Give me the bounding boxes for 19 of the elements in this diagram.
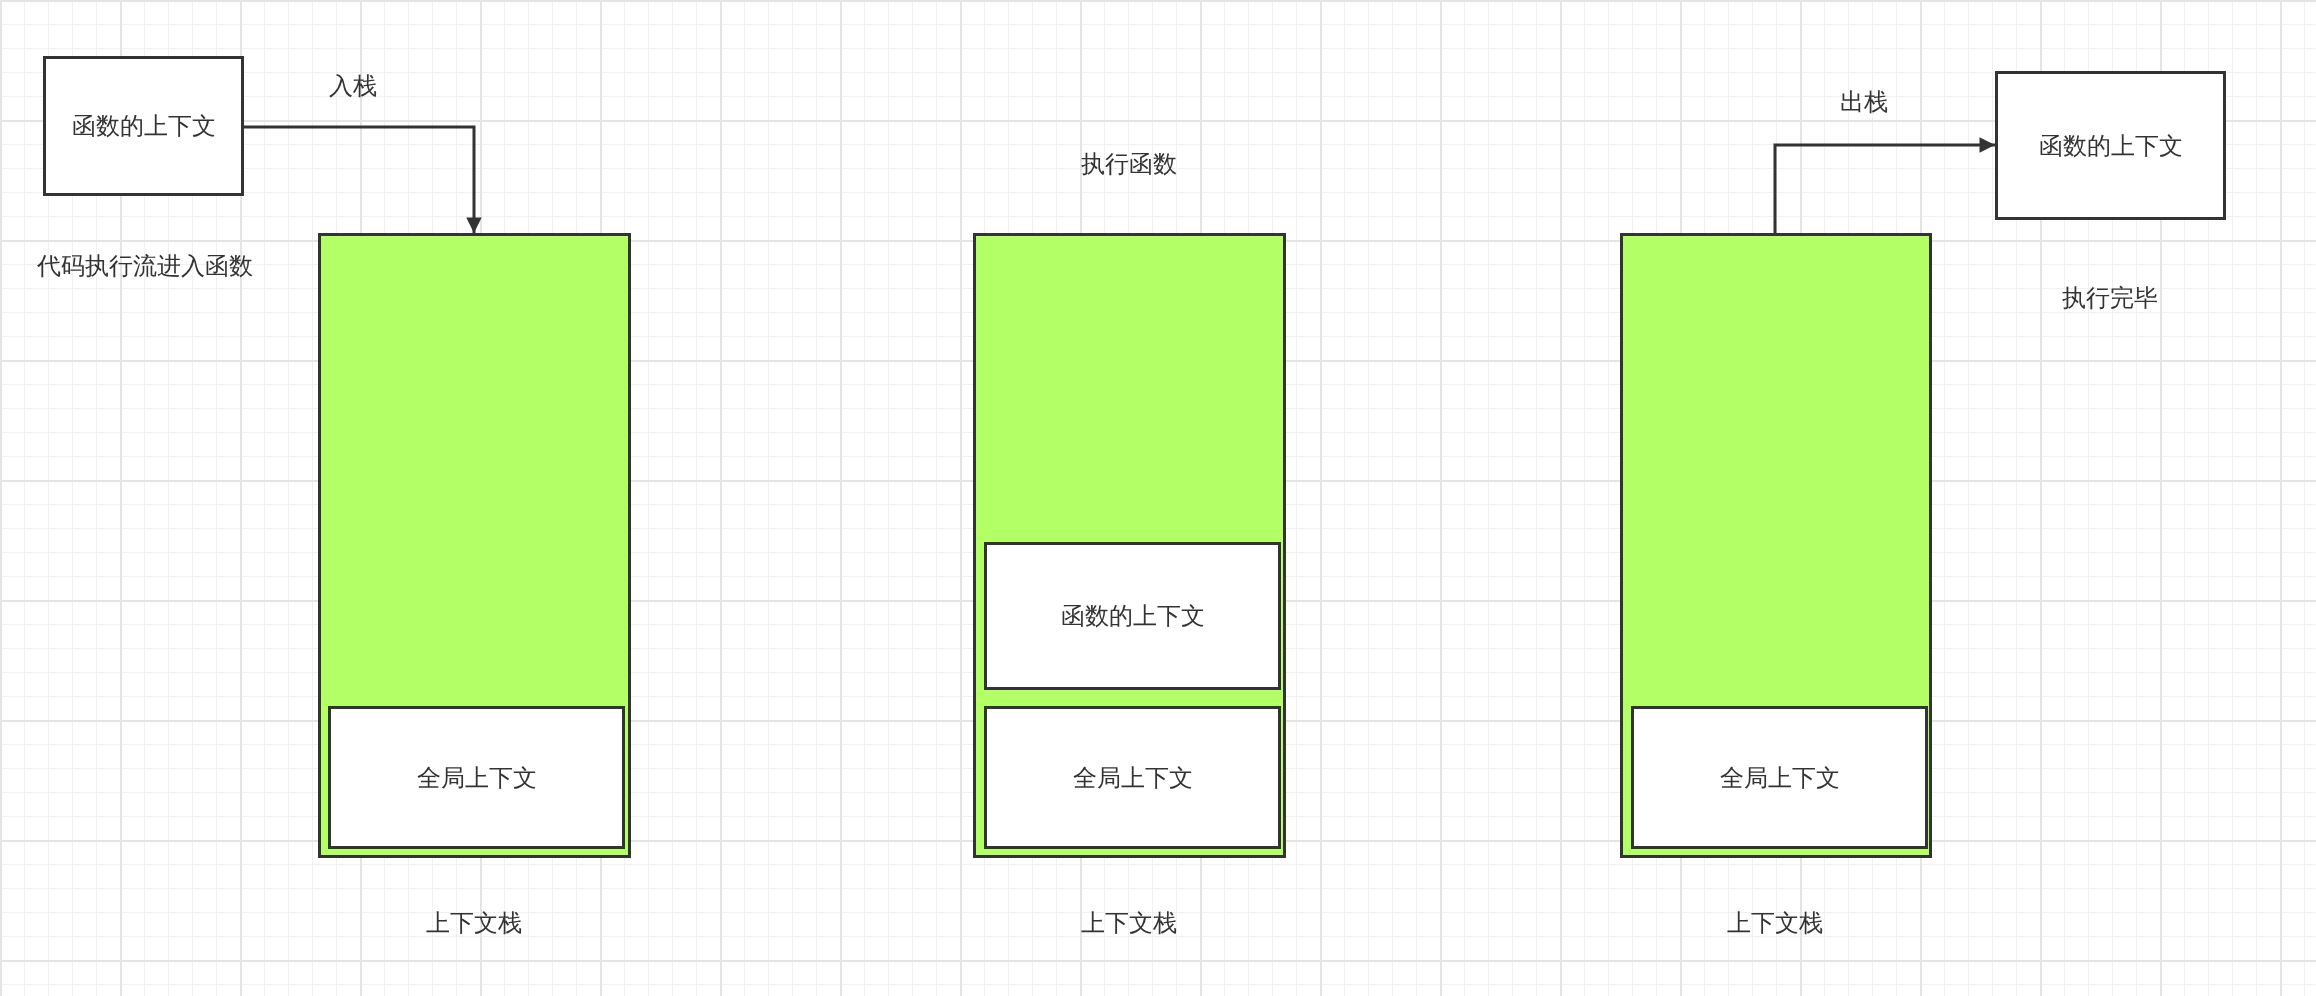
node-label: 执行完毕	[2062, 283, 2158, 314]
node-label: 上下文栈	[1081, 908, 1177, 939]
node-label: 代码执行流进入函数	[37, 251, 253, 282]
context-box: 全局上下文	[984, 706, 1281, 849]
arrow	[1773, 137, 1995, 233]
context-box: 全局上下文	[328, 706, 625, 849]
arrow	[244, 125, 482, 233]
stack-box	[318, 233, 631, 858]
edge-label: 入栈	[329, 71, 377, 102]
stack-box	[973, 233, 1286, 858]
context-box: 全局上下文	[1631, 706, 1928, 849]
node-label: 执行函数	[1081, 149, 1177, 180]
context-box: 函数的上下文	[43, 56, 244, 196]
context-box: 函数的上下文	[1995, 71, 2226, 220]
node-label: 上下文栈	[1727, 908, 1823, 939]
context-box: 函数的上下文	[984, 542, 1281, 690]
stack-box	[1620, 233, 1932, 858]
edge-label: 出栈	[1840, 87, 1888, 118]
node-label: 上下文栈	[426, 908, 522, 939]
